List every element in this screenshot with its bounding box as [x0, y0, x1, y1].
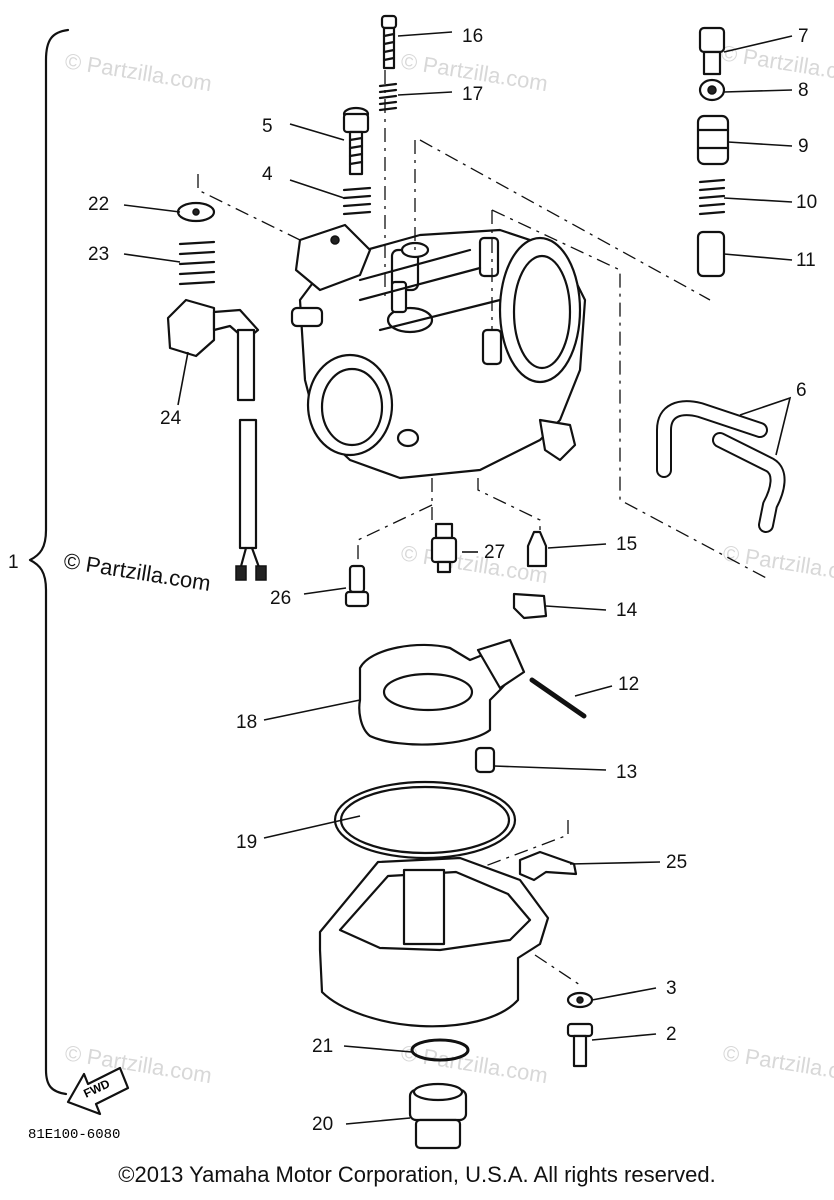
watermark: © Partzilla.com	[63, 48, 213, 96]
part-4-spring	[342, 186, 372, 216]
callout-1: 1	[8, 552, 19, 573]
callout-16: 16	[462, 26, 483, 47]
callout-22: 22	[88, 194, 109, 215]
callout-12: 12	[618, 674, 639, 695]
callout-26: 26	[270, 588, 291, 609]
callout-labels: 16 17 5 4 22 23 24 7 8 9 10 11 6 15 27 2…	[88, 26, 817, 1135]
part-18-float	[358, 638, 526, 746]
part-17-spring	[378, 82, 398, 112]
drawing-code: 81E100-6080	[28, 1127, 120, 1143]
part-5-screw	[342, 106, 370, 176]
callout-13: 13	[616, 762, 637, 783]
callout-21: 21	[312, 1036, 333, 1057]
part-7-screw	[698, 26, 726, 76]
callout-17: 17	[462, 84, 483, 105]
part-21-o-ring	[410, 1038, 470, 1062]
callout-27: 27	[484, 542, 505, 563]
callout-3: 3	[666, 978, 677, 999]
callout-6: 6	[796, 380, 807, 401]
fwd-arrow-icon: FWD	[66, 1066, 130, 1116]
callout-24: 24	[160, 408, 182, 429]
part-10-spring	[698, 178, 726, 216]
callout-9: 9	[798, 136, 809, 157]
part-24-switch	[166, 298, 267, 581]
part-22-cap	[176, 201, 216, 223]
callout-8: 8	[798, 80, 809, 101]
part-20-drain-plug	[408, 1082, 468, 1150]
callout-14: 14	[616, 600, 638, 621]
callout-leaders	[123, 31, 793, 1125]
part-26-jet	[344, 564, 370, 608]
part-25-bracket	[518, 850, 578, 882]
callout-2: 2	[666, 1024, 677, 1045]
part-13-plug	[474, 746, 496, 774]
callout-19: 19	[236, 832, 257, 853]
watermark: © Partzilla.com	[719, 40, 834, 88]
part-16-screw	[380, 14, 398, 70]
callout-20: 20	[312, 1114, 333, 1135]
part-6-hoses	[656, 400, 786, 533]
callout-15: 15	[616, 534, 637, 555]
part-19-gasket	[333, 780, 517, 860]
assembly-bracket	[28, 28, 70, 1096]
callout-5: 5	[262, 116, 273, 137]
part-2-screw	[566, 1022, 594, 1068]
part-3-washer	[566, 991, 594, 1009]
callout-18: 18	[236, 712, 257, 733]
callout-11: 11	[796, 250, 816, 271]
watermark: © Partzilla.com	[721, 540, 834, 588]
float-bowl	[318, 856, 550, 1028]
part-8-nut	[698, 78, 726, 102]
part-15-needle-valve	[526, 530, 548, 568]
carburetor-body	[290, 223, 587, 480]
part-9-fitting	[696, 114, 730, 166]
callout-10: 10	[796, 192, 817, 213]
callout-25: 25	[666, 852, 687, 873]
part-27-jet	[430, 522, 458, 574]
part-12-pin	[529, 677, 587, 719]
watermark: © Partzilla.com	[399, 1040, 549, 1088]
part-14-clip	[512, 592, 548, 620]
assembly-lines	[197, 70, 771, 986]
callout-23: 23	[88, 244, 109, 265]
part-23-spring	[178, 240, 216, 286]
watermark: © Partzilla.com	[721, 1040, 834, 1088]
callout-4: 4	[262, 164, 273, 185]
callout-7: 7	[798, 26, 809, 47]
copyright-notice: ©2013 Yamaha Motor Corporation, U.S.A. A…	[118, 1162, 716, 1187]
part-11-plunger	[696, 230, 726, 278]
